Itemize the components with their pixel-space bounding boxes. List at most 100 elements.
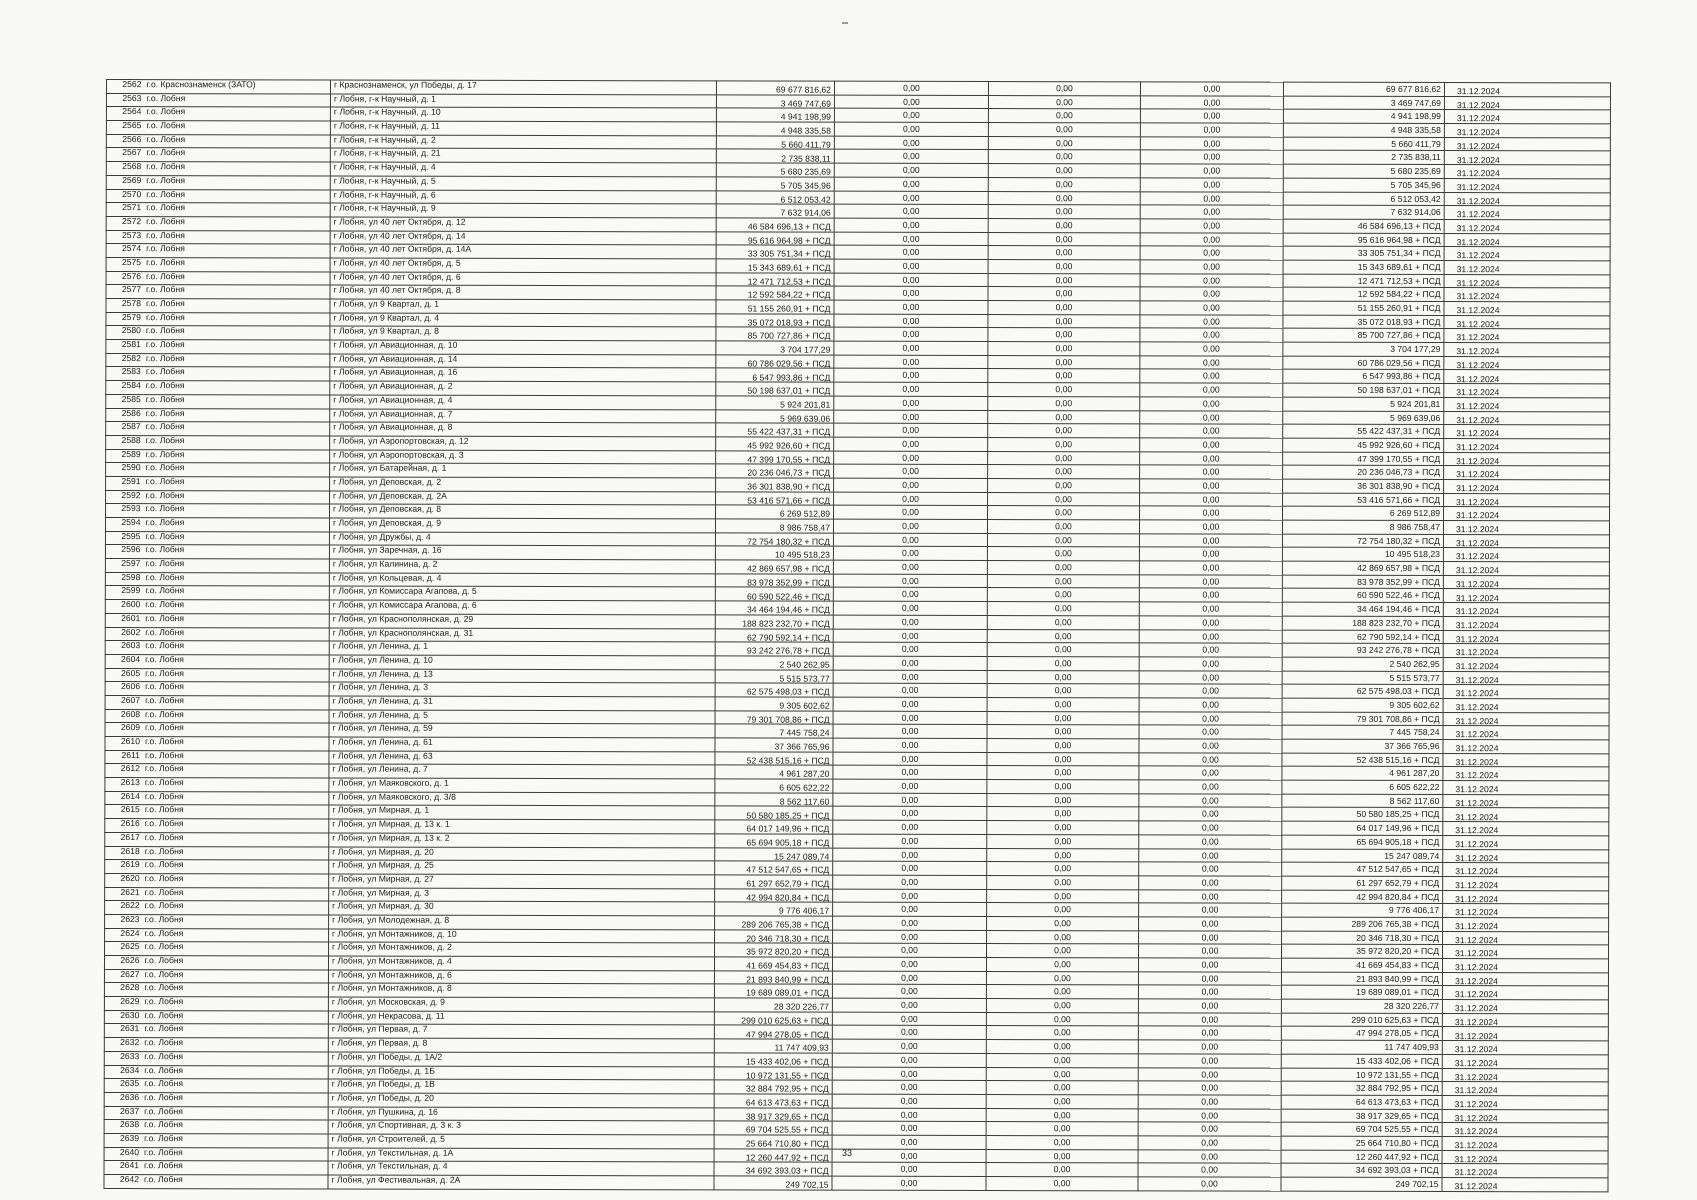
amount-col-3-cell: 0,00 (1138, 1135, 1282, 1150)
amount-col-3-cell: 0,00 (1140, 122, 1284, 137)
total-cost-cell: 38 917 329,65 + ПСД (714, 1107, 833, 1122)
municipality-cell: г.о. Лобня (143, 93, 331, 108)
municipality-cell: г.о. Лобня (141, 1160, 329, 1176)
row-number-cell: 2626 (104, 955, 142, 970)
amount-col-1-cell: 0,00 (833, 409, 988, 424)
amount-col-2-cell: 0,00 (986, 875, 1139, 890)
amount-col-3-cell: 0,00 (1139, 601, 1283, 616)
total-cost-cell: 47 399 170,55 + ПСД (715, 450, 834, 465)
row-number-cell: 2606 (105, 681, 143, 696)
row-number-cell: 2584 (105, 380, 143, 395)
completion-date-cell: 31.12.2024 (1442, 1081, 1609, 1096)
total-cost-repeat-cell: 5 969 639,06 (1282, 410, 1444, 425)
row-number-cell: 2641 (104, 1160, 142, 1175)
row-number-cell: 2616 (104, 818, 142, 833)
amount-col-1-cell: 0,00 (832, 916, 987, 931)
total-cost-cell: 20 236 046,73 + ПСД (715, 464, 834, 479)
total-cost-repeat-cell: 6 547 993,86 + ПСД (1282, 369, 1444, 384)
total-cost-repeat-cell: 60 590 522,46 + ПСД (1282, 588, 1444, 603)
amount-col-3-cell: 0,00 (1138, 1094, 1282, 1109)
address-cell: г Лобня, ул Краснополянская, д. 29 (329, 613, 716, 629)
completion-date-cell: 31.12.2024 (1443, 506, 1610, 521)
total-cost-cell: 6 547 993,86 + ПСД (715, 368, 834, 383)
amount-col-3-cell: 0,00 (1139, 533, 1283, 548)
total-cost-cell: 34 692 393,03 + ПСД (714, 1162, 833, 1177)
total-cost-repeat-cell: 3 704 177,29 (1282, 342, 1444, 357)
total-cost-repeat-cell: 45 992 926,60 + ПСД (1282, 438, 1444, 453)
amount-col-2-cell: 0,00 (987, 546, 1140, 561)
row-number-cell: 2620 (104, 873, 142, 888)
total-cost-repeat-cell: 32 884 792,95 + ПСД (1281, 1081, 1443, 1096)
address-cell: г Лобня, ул Деповская, д. 9 (329, 518, 716, 533)
amount-col-3-cell: 0,00 (1139, 328, 1283, 343)
total-cost-cell: 55 422 437,31 + ПСД (715, 423, 834, 438)
total-cost-cell: 34 464 194,46 + ПСД (715, 601, 834, 615)
municipality-cell: г.о. Лобня (140, 1174, 329, 1189)
municipality-cell: г.о. Лобня (141, 777, 329, 792)
total-cost-repeat-cell: 51 155 260,91 + ПСД (1282, 301, 1444, 316)
amount-col-1-cell: 0,00 (833, 423, 988, 438)
amount-col-1-cell: 0,00 (833, 669, 988, 684)
total-cost-cell: 4 948 335,58 (716, 121, 835, 136)
amount-col-3-cell: 0,00 (1139, 437, 1283, 452)
amount-col-2-cell: 0,00 (986, 930, 1139, 945)
row-number-cell: 2585 (105, 394, 143, 409)
amount-col-2-cell: 0,00 (986, 806, 1139, 821)
amount-col-2-cell: 0,00 (988, 218, 1141, 233)
total-cost-repeat-cell: 36 301 838,90 + ПСД (1282, 479, 1444, 494)
completion-date-cell: 31.12.2024 (1441, 1177, 1609, 1192)
total-cost-repeat-cell: 53 416 571,66 + ПСД (1282, 492, 1444, 507)
municipality-cell: г.о. Лобня (143, 161, 331, 176)
row-number-cell: 2565 (106, 120, 144, 135)
row-number-cell: 2638 (104, 1119, 142, 1134)
total-cost-repeat-cell: 33 305 751,34 + ПСД (1283, 246, 1445, 261)
amount-col-3-cell: 0,00 (1139, 725, 1283, 740)
amount-col-1-cell: 0,00 (833, 505, 988, 520)
completion-date-cell: 31.12.2024 (1442, 985, 1609, 1000)
completion-date-cell: 31.12.2024 (1442, 807, 1609, 823)
amount-col-1-cell: 0,00 (833, 656, 988, 671)
total-cost-cell: 25 664 710,80 + ПСД (714, 1134, 833, 1149)
municipality-cell: г.о. Лобня (141, 941, 329, 957)
amount-col-1-cell: 0,00 (833, 437, 988, 452)
completion-date-cell: 31.12.2024 (1442, 1054, 1609, 1069)
total-cost-cell: 35 972 820,20 + ПСД (714, 943, 833, 958)
completion-date-cell: 31.12.2024 (1442, 1150, 1609, 1165)
amount-col-2-cell: 0,00 (986, 902, 1139, 917)
address-cell: г Лобня, ул Деповская, д. 2 (329, 476, 716, 492)
amount-col-2-cell: 0,00 (986, 848, 1139, 863)
amount-col-3-cell: 0,00 (1139, 697, 1283, 712)
amount-col-2-cell: 0,00 (986, 1108, 1139, 1123)
total-cost-repeat-cell: 64 613 473,63 + ПСД (1281, 1095, 1443, 1110)
completion-date-cell: 31.12.2024 (1443, 424, 1610, 439)
completion-date-cell: 31.12.2024 (1442, 821, 1609, 836)
municipality-cell: г.о. Лобня (143, 189, 331, 204)
address-cell: г Лобня, ул Деповская, д. 2А (329, 490, 716, 506)
address-cell: г Лобня, ул Авиационная, д. 10 (329, 340, 716, 355)
completion-date-cell: 31.12.2024 (1443, 493, 1610, 508)
total-cost-repeat-cell: 11 747 409,93 (1281, 1040, 1443, 1055)
address-cell: г Лобня, ул Победы, д. 1В (328, 1079, 715, 1094)
total-cost-cell: 10 972 131,55 + ПСД (714, 1066, 833, 1081)
address-cell: г Лобня, ул Деповская, д. 8 (329, 504, 716, 519)
amount-col-2-cell: 0,00 (987, 670, 1140, 685)
address-cell: г Лобня, ул Ленина, д. 59 (329, 723, 716, 738)
amount-col-3-cell: 0,00 (1139, 355, 1283, 370)
amount-col-2-cell: 0,00 (987, 478, 1140, 493)
amount-col-3-cell: 0,00 (1138, 971, 1282, 986)
row-number-cell: 2621 (104, 887, 142, 901)
address-cell: г Лобня, ул Мирная, д. 30 (328, 901, 715, 916)
amount-col-1-cell: 0,00 (833, 327, 988, 342)
total-cost-cell: 299 010 625,63 + ПСД (714, 1011, 833, 1026)
address-cell: г Лобня, ул Мирная, д. 13 к. 2 (328, 832, 715, 848)
address-cell: г Лобня, ул Московская, д. 9 (328, 997, 715, 1012)
completion-date-cell: 31.12.2024 (1443, 671, 1610, 686)
address-cell: г Лобня, ул Ленина, д. 61 (328, 737, 716, 752)
total-cost-repeat-cell: 38 917 329,65 + ПСД (1281, 1108, 1443, 1123)
completion-date-cell: 31.12.2024 (1443, 438, 1610, 453)
address-cell: г Лобня, ул 40 лет Октября, д. 6 (330, 271, 717, 287)
municipality-cell: г.о. Лобня (141, 1078, 329, 1093)
completion-date-cell: 31.12.2024 (1444, 246, 1611, 261)
total-cost-cell: 5 924 201,81 (715, 395, 834, 410)
